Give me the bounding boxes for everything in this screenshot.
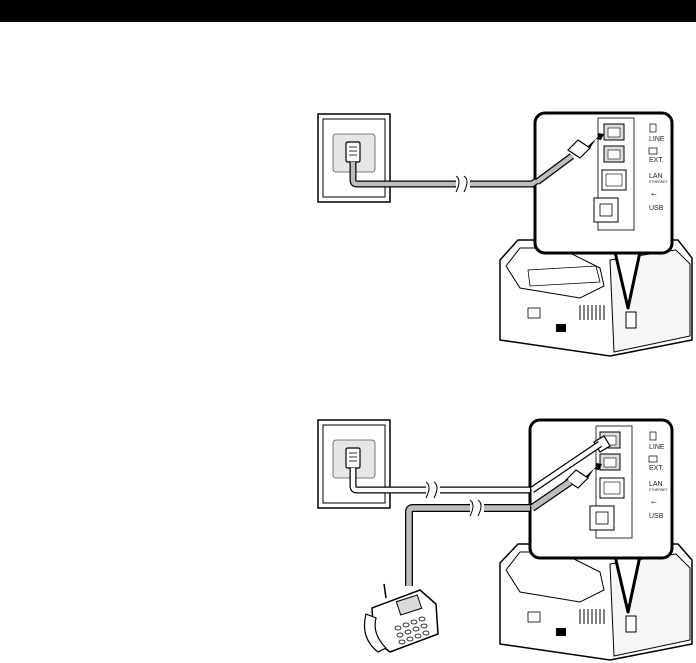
ext-port-label: EXT. <box>649 157 664 164</box>
lan-port-sublabel: ETHERNET <box>649 180 669 184</box>
line-port-callout: LINE EXT. LAN ETHERNET ⭠ USB <box>535 113 672 253</box>
diagram-svg: LINE EXT. LAN ETHERNET ⭠ USB <box>0 100 696 360</box>
usb-port-label: USB <box>649 513 664 520</box>
lan-port-sublabel: ETHERNET <box>649 488 669 492</box>
usb-symbol-icon: ⭠ <box>651 191 657 198</box>
lan-port-label: LAN <box>649 481 663 488</box>
fax-connection-diagram-with-external-phone: LINE EXT. LAN ETHERNET ⭠ USB <box>0 408 696 663</box>
fax-connection-diagram-line-only: LINE EXT. LAN ETHERNET ⭠ USB <box>0 100 696 360</box>
printer-fax <box>500 544 692 660</box>
lan-port-label: LAN <box>649 173 663 180</box>
usb-symbol-icon: ⭠ <box>651 499 657 506</box>
header-bar <box>0 0 696 22</box>
telephone-icon <box>365 584 439 652</box>
line-port-callout: LINE EXT. LAN ETHERNET ⭠ USB <box>530 420 672 558</box>
line-port-label: LINE <box>649 136 665 143</box>
usb-port-label: USB <box>649 205 664 212</box>
printer-fax <box>500 240 692 356</box>
ext-port-label: EXT. <box>649 465 664 472</box>
diagram-svg: LINE EXT. LAN ETHERNET ⭠ USB <box>0 408 696 663</box>
line-port-label: LINE <box>649 444 665 451</box>
wall-jack-icon <box>318 114 390 202</box>
wall-jack-icon <box>318 420 390 508</box>
